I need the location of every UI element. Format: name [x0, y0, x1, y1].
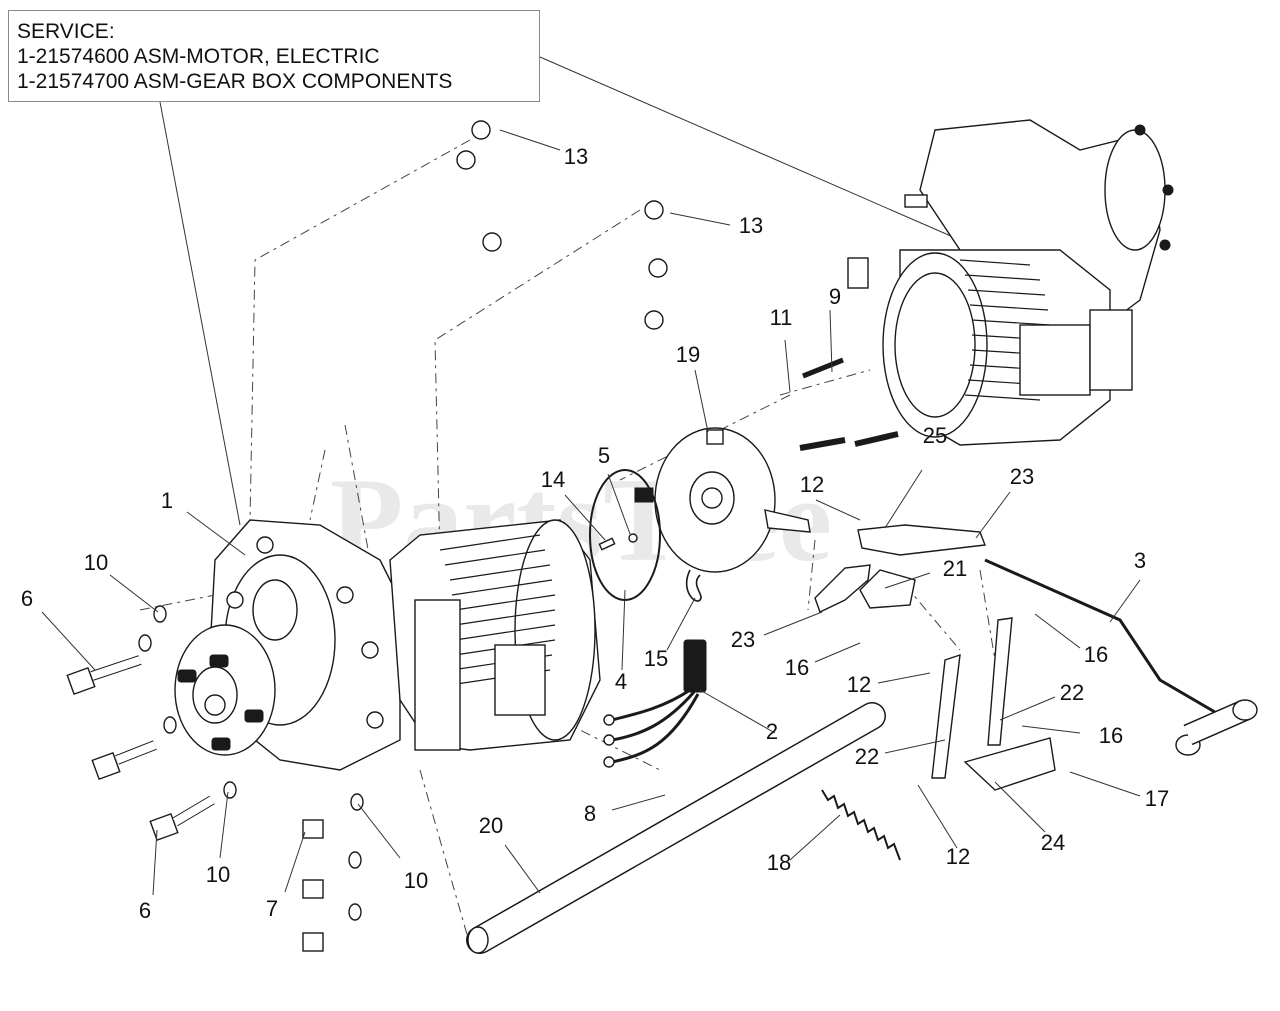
brake-assembly [634, 427, 811, 573]
callout-18: 18 [767, 850, 791, 875]
callout-4: 4 [615, 669, 627, 694]
callout-10c: 10 [404, 868, 428, 893]
wire-harness [603, 639, 707, 768]
callout-9: 9 [829, 284, 841, 309]
callout-22b: 22 [855, 744, 879, 769]
callout-12c: 12 [946, 844, 970, 869]
callout-numbers: 1 2 3 4 5 6 6 7 8 9 10 10 10 11 12 12 12… [21, 144, 1169, 923]
callout-22a: 22 [1060, 680, 1084, 705]
callout-19: 19 [676, 342, 700, 367]
callout-23a: 23 [1010, 464, 1034, 489]
linkage-arms [931, 617, 1056, 791]
extension-spring [821, 789, 901, 861]
callout-8: 8 [584, 801, 596, 826]
callout-23b: 23 [731, 627, 755, 652]
callout-10a: 10 [84, 550, 108, 575]
callout-10b: 10 [206, 862, 230, 887]
callout-5: 5 [598, 443, 610, 468]
callout-14: 14 [541, 467, 565, 492]
callout-7: 7 [266, 896, 278, 921]
callout-24: 24 [1041, 830, 1065, 855]
brake-brackets [814, 524, 986, 613]
hex-nuts [456, 120, 668, 330]
callout-15: 15 [644, 646, 668, 671]
washers [138, 605, 364, 921]
callout-12b: 12 [847, 672, 871, 697]
callout-1: 1 [161, 488, 173, 513]
wheel-hub [174, 624, 276, 756]
pin-and-clip [598, 533, 702, 602]
callout-6b: 6 [139, 898, 151, 923]
callout-20: 20 [479, 813, 503, 838]
service-note-box: SERVICE: 1-21574600 ASM-MOTOR, ELECTRIC … [8, 10, 540, 102]
callout-13b: 13 [739, 213, 763, 238]
brake-rod [984, 558, 1258, 756]
bolts [66, 357, 899, 952]
callout-17: 17 [1145, 786, 1169, 811]
service-note-motor: 1-21574600 ASM-MOTOR, ELECTRIC [17, 45, 380, 68]
axle-tube [466, 702, 886, 954]
motor-gearbox-assembly-right [847, 119, 1174, 446]
callout-25: 25 [923, 423, 947, 448]
callout-13a: 13 [564, 144, 588, 169]
callout-16c: 16 [1099, 723, 1123, 748]
callout-3: 3 [1134, 548, 1146, 573]
service-note-gearbox: 1-21574700 ASM-GEAR BOX COMPONENTS [17, 70, 453, 93]
callout-21: 21 [943, 556, 967, 581]
service-leaders [159, 56, 961, 526]
callout-leaders [41, 129, 1141, 896]
callout-6a: 6 [21, 586, 33, 611]
callout-12a: 12 [800, 472, 824, 497]
callout-16b: 16 [1084, 642, 1108, 667]
callout-11: 11 [770, 305, 793, 330]
callout-2: 2 [766, 719, 778, 744]
callout-16a: 16 [785, 655, 809, 680]
electric-motor-left [389, 519, 601, 751]
service-note-title: SERVICE: [17, 20, 115, 43]
